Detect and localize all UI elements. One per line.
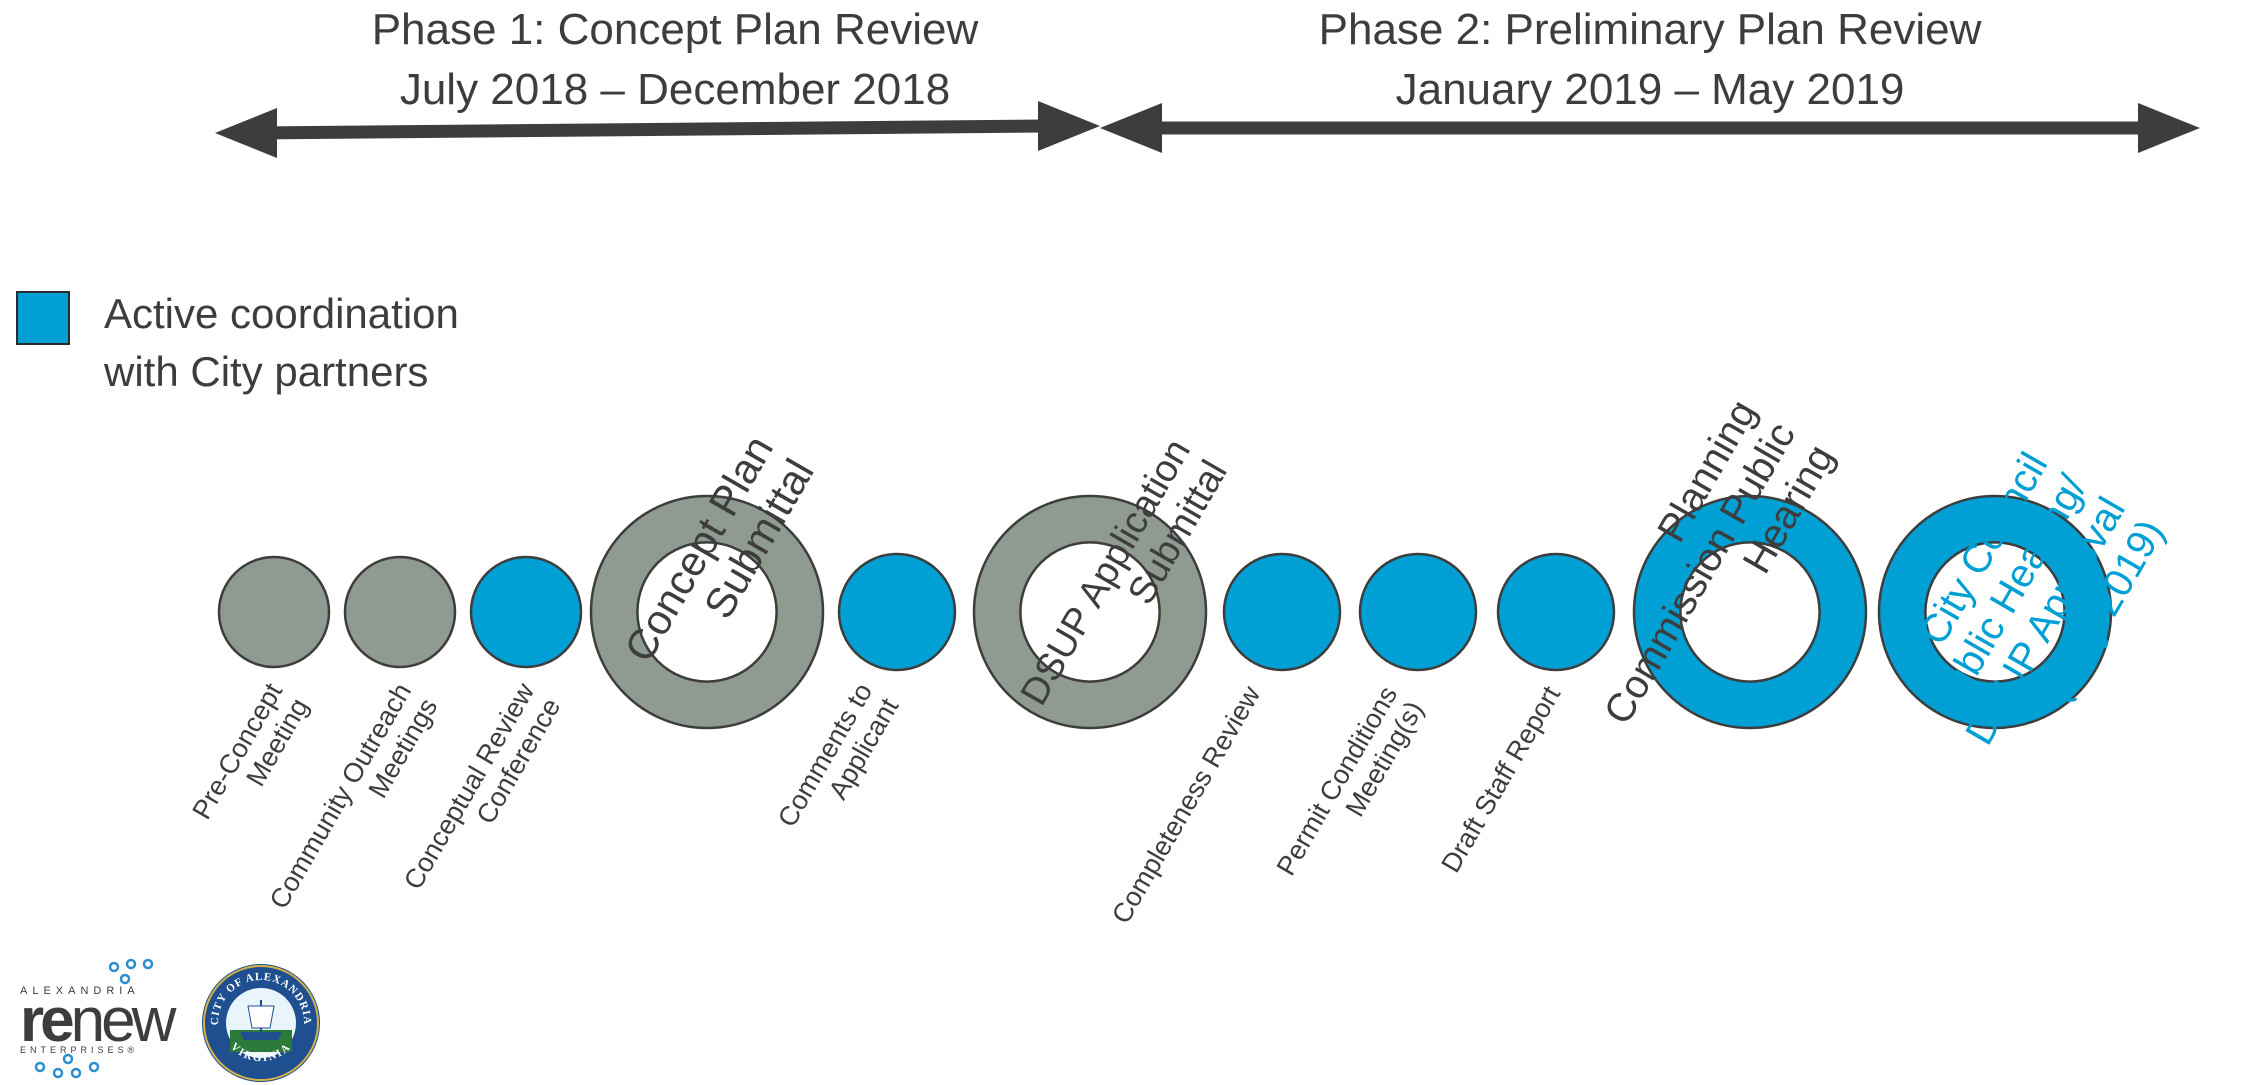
milestone-pre-concept-meeting: Pre-ConceptMeeting: [186, 555, 331, 840]
pre-concept-meeting-label: Pre-ConceptMeeting: [186, 678, 314, 840]
legend-line-1: Active coordination: [104, 290, 459, 337]
phase-2-name: Phase 2: Preliminary Plan Review: [1318, 5, 1982, 54]
planning-commission-public-hearing-ring-hole: [1679, 541, 1821, 683]
permit-conditions-meetings-dot: [1358, 552, 1478, 672]
renew-wordmark: renew: [20, 986, 176, 1055]
city-council-public-hearing-label: City CouncilPublic Hearing/DSUP Approval…: [1880, 445, 2174, 775]
conceptual-review-conference-dot: [469, 555, 583, 669]
renew-bottom-text: ENTERPRISES®: [20, 1045, 139, 1055]
legend-text: Active coordination with City partners: [104, 285, 459, 401]
community-outreach-meetings-dot: [343, 555, 457, 669]
permit-conditions-meetings-label: Permit ConditionsMeeting(s): [1271, 681, 1430, 896]
legend-line-2: with City partners: [104, 348, 429, 395]
milestone-planning-commission-public-hearing: PlanningCommission PublicHearing: [1596, 393, 1868, 732]
alexandria-renew-logo: ALEXANDRIA renew ENTERPRISES®: [14, 955, 176, 1080]
draft-staff-report-label-line: Draft Staff Report: [1435, 681, 1566, 878]
concept-plan-submittal-ring-hole: [636, 541, 778, 683]
comments-to-applicant-label: Comments toApplicant: [772, 678, 905, 848]
city-council-public-hearing-ring-hole: [1924, 541, 2066, 683]
completeness-review-dot: [1222, 552, 1342, 672]
legend: Active coordination with City partners: [16, 285, 459, 401]
pre-concept-meeting-dot: [217, 555, 331, 669]
draft-staff-report-dot: [1496, 552, 1616, 672]
renew-dots-icon: [34, 958, 154, 1079]
legend-swatch-active: [16, 291, 70, 345]
phase-1-title: Phase 1: Concept Plan Review July 2018 –…: [355, 0, 995, 120]
phase-2-arrow: [1100, 103, 2200, 153]
renew-top-text: ALEXANDRIA: [20, 985, 140, 997]
phase-2-title: Phase 2: Preliminary Plan Review January…: [1290, 0, 2010, 120]
milestone-concept-plan-submittal: Concept PlanSubmittal: [589, 427, 825, 730]
phase-1-dates: July 2018 – December 2018: [399, 65, 951, 114]
milestone-city-council-public-hearing: City CouncilPublic Hearing/DSUP Approval…: [1877, 445, 2174, 775]
phase-2-dates: January 2019 – May 2019: [1395, 65, 1905, 114]
phase-1-name: Phase 1: Concept Plan Review: [371, 5, 979, 54]
comments-to-applicant-dot: [837, 552, 957, 672]
dsup-application-submittal-ring-hole: [1019, 541, 1161, 683]
phase-1-arrow: [215, 101, 1100, 158]
city-of-alexandria-seal: CITY OF ALEXANDRIA VIRGINIA: [202, 964, 320, 1082]
draft-staff-report-label: Draft Staff Report: [1435, 681, 1566, 878]
milestone-dsup-application-submittal: DSUP ApplicationSubmittal: [972, 432, 1236, 730]
